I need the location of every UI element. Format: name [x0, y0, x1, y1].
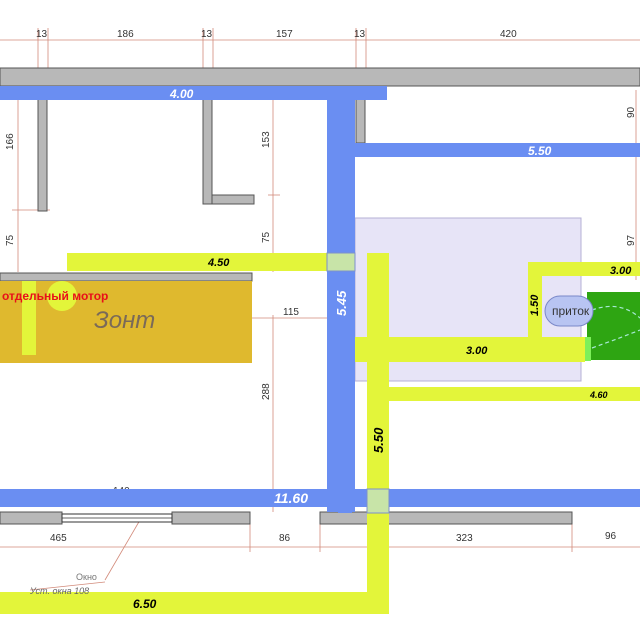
dim-top-1: 13 [36, 29, 48, 40]
duct-bottom-main-length: 11.60 [274, 490, 308, 506]
duct-vertical-yellow-length: 5.50 [371, 427, 386, 453]
duct-top-right-length: 5.50 [528, 144, 552, 158]
intake-label: приток [552, 304, 590, 318]
duct-right-low-length: 4.60 [589, 390, 608, 400]
dim-top-6: 420 [500, 29, 517, 40]
dim-right-2: 97 [626, 234, 637, 246]
dim-top-2: 186 [117, 29, 134, 40]
walls [0, 67, 640, 525]
dim-top-3: 13 [201, 29, 213, 40]
duct-bottom-yellow-length: 6.50 [133, 597, 157, 611]
dim-bottom-4: 96 [605, 531, 617, 542]
intake-badge [544, 295, 594, 327]
motor-label: отдельный мотор [2, 289, 108, 303]
green-unit [587, 292, 640, 360]
duct-right-mid-length: 3.00 [466, 345, 488, 357]
duct-vertical-main-length: 5.45 [334, 290, 349, 316]
dim-inner-3: 115 [283, 307, 299, 318]
duct-right-top-length: 3.00 [610, 265, 632, 277]
dim-inner-2: 75 [261, 231, 272, 243]
duct-left-branch-length: 4.50 [207, 257, 230, 269]
dim-left-2: 75 [5, 234, 16, 246]
dim-bottom-2: 86 [279, 533, 291, 544]
dimension-lines [0, 28, 640, 591]
hood-zone [0, 281, 252, 363]
window-label: Окно [76, 572, 97, 582]
dim-bottom-3: 323 [456, 533, 473, 544]
blue-ducts [0, 86, 640, 513]
dim-inner-4: 288 [261, 383, 272, 400]
dim-left-1: 166 [5, 133, 16, 150]
hood-label: Зонт [94, 307, 155, 334]
duct-right-vertical-length: 1.50 [529, 294, 541, 316]
duct-top-left-length: 4.00 [169, 87, 194, 101]
yellow-ducts [0, 253, 640, 614]
dim-bottom-1: 465 [50, 533, 67, 544]
dim-right-1: 90 [626, 106, 637, 118]
dim-top-4: 157 [276, 29, 293, 40]
dim-inner-1: 153 [261, 131, 272, 148]
dim-top-5: 13 [354, 29, 366, 40]
sill-label: Уст. окна 108 [29, 586, 89, 596]
